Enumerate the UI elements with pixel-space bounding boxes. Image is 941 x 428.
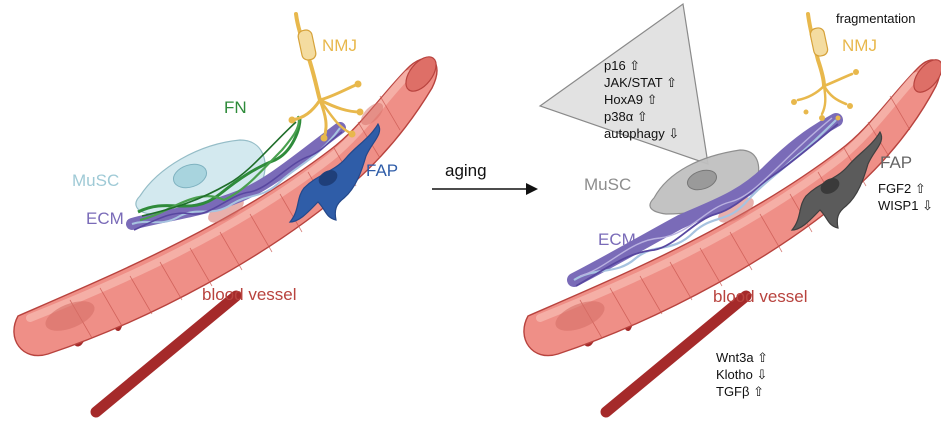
aged-fap-change-1: FGF2 ⇧ <box>878 181 926 196</box>
young-muscle-fiber <box>13 56 438 357</box>
aged-nmj-label: NMJ <box>842 36 877 55</box>
aged-ecm-fibril <box>573 119 837 281</box>
young-nmj-myelin <box>297 29 317 61</box>
aged-musc-change-5: autophagy ⇩ <box>604 126 679 141</box>
young-musc-nucleus <box>172 163 208 189</box>
young-nmj <box>288 12 364 142</box>
young-fap-label: FAP <box>366 161 398 180</box>
young-nmj-bouton <box>354 80 362 88</box>
young-nmj-bouton <box>320 134 328 142</box>
young-nmj-terminal <box>318 82 360 102</box>
aged-ecm-strand <box>567 113 843 287</box>
aged-ecm-fibril <box>579 117 833 277</box>
aged-fap-label: FAP <box>880 153 912 172</box>
aged-ecm-fibril <box>575 123 839 287</box>
young-fap-nucleus <box>318 170 338 186</box>
aged-musc-change-4: p38α ⇧ <box>604 109 648 124</box>
young-myonucleus <box>360 102 384 126</box>
aged-fap-change-2: WISP1 ⇩ <box>878 198 933 213</box>
aged-nmj-fragment <box>835 115 841 121</box>
aged-nmj-terminal <box>820 84 827 116</box>
young-nmj-bouton <box>356 108 364 116</box>
aged-nmj-myelin <box>809 27 829 57</box>
aged-nmj-axon <box>806 12 826 88</box>
aged-callout-shape <box>538 2 709 165</box>
young-nmj-bouton <box>348 130 356 138</box>
aged-nmj-terminal <box>796 84 826 102</box>
aged-fap-cell <box>790 130 883 231</box>
aged-fiber-end <box>913 59 941 93</box>
aged-musc-label: MuSC <box>584 175 631 194</box>
young-fn-label: FN <box>224 98 247 117</box>
young-fn <box>137 115 302 222</box>
young-nmj-bouton <box>288 116 296 124</box>
young-ecm <box>126 122 346 231</box>
young-ecm-fibril <box>133 131 343 231</box>
aged-nmj-fragment <box>847 103 853 109</box>
young-fiber-end <box>405 56 437 92</box>
young-vessel-main <box>90 290 242 418</box>
aged-musc-change-2: JAK/STAT ⇧ <box>604 75 677 90</box>
aged-nmj-terminal <box>822 84 848 106</box>
aged-nmj-fragment <box>791 99 797 105</box>
young-panel: NMJ FN MuSC FAP ECM blood vessel <box>13 12 438 418</box>
aged-musc-change-3: HoxA9 ⇧ <box>604 92 658 107</box>
young-fn-strand <box>141 121 297 217</box>
aging-transition: aging <box>432 161 538 195</box>
aging-arrow-head <box>526 183 538 195</box>
aged-nmj-fragment <box>803 109 809 115</box>
young-nmj-terminal <box>290 98 322 122</box>
aged-ecm-label: ECM <box>598 230 636 249</box>
aged-vessel-change-2: Klotho ⇩ <box>716 367 767 382</box>
aged-musc-callout <box>538 2 709 165</box>
aged-nmj-terminal <box>822 72 854 88</box>
aged-fragmentation-label: fragmentation <box>836 11 916 26</box>
young-ecm-label: ECM <box>86 209 124 228</box>
aged-ecm <box>567 113 843 287</box>
young-musc-label: MuSC <box>72 171 119 190</box>
young-fn-strand <box>139 115 300 222</box>
aged-myonucleus <box>555 301 605 331</box>
aging-label: aging <box>445 161 487 180</box>
young-nmj-axon <box>294 12 322 102</box>
young-myonucleus <box>45 301 95 331</box>
aged-nmj-fragment <box>853 69 859 75</box>
aged-blood-vessel-label: blood vessel <box>713 287 808 306</box>
aged-vessel-main <box>600 290 752 418</box>
aged-nmj-fragment <box>819 115 825 121</box>
aged-nmj <box>791 12 859 121</box>
aged-vessel-change-3: TGFβ ⇧ <box>716 384 764 399</box>
young-nmj-label: NMJ <box>322 36 357 55</box>
aged-fap-nucleus <box>820 178 840 194</box>
aged-panel: fragmentation NMJ p16 ⇧ JAK/STAT ⇧ HoxA9… <box>523 2 941 418</box>
aged-vessel-change-1: Wnt3a ⇧ <box>716 350 768 365</box>
aged-musc-nucleus <box>686 169 718 191</box>
young-fap-cell <box>288 122 381 223</box>
young-ecm-fibril <box>131 127 341 225</box>
young-blood-vessel-label: blood vessel <box>202 285 297 304</box>
aged-musc-change-1: p16 ⇧ <box>604 58 640 73</box>
